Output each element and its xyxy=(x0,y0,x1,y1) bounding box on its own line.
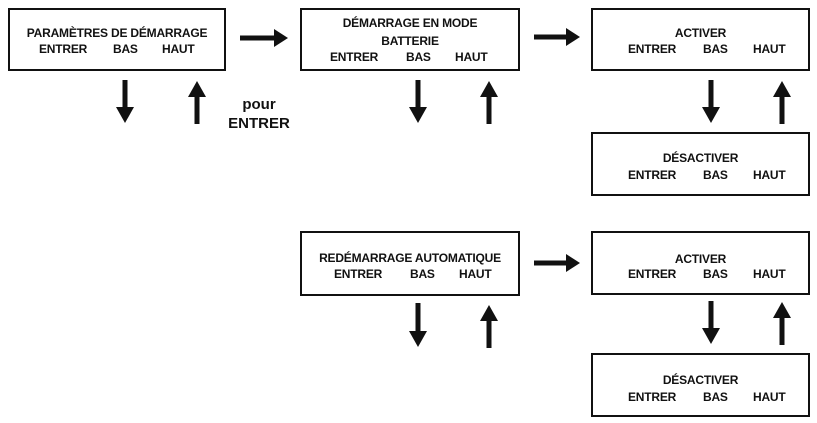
option-up: HAUT xyxy=(753,390,786,404)
arrow-up-icon xyxy=(480,305,498,348)
option-enter: ENTRER xyxy=(334,267,383,281)
option-down: BAS xyxy=(703,168,728,182)
option-down: BAS xyxy=(703,42,728,56)
option-enter: ENTRER xyxy=(628,42,677,56)
box-battery-enable: ACTIVER ENTRER BAS HAUT xyxy=(591,8,810,71)
box-title: DÉSACTIVER xyxy=(662,373,739,387)
option-enter: ENTRER xyxy=(39,42,88,56)
arrow-down-icon xyxy=(116,80,134,123)
box-title-line2: BATTERIE xyxy=(381,34,439,48)
box-title: REDÉMARRAGE AUTOMATIQUE xyxy=(319,251,501,265)
arrow-down-icon xyxy=(702,301,720,344)
enter-note: pour ENTRER xyxy=(218,95,300,133)
option-up: HAUT xyxy=(455,50,488,64)
arrow-down-icon xyxy=(409,303,427,347)
box-startup-settings: PARAMÈTRES DE DÉMARRAGE ENTRER BAS HAUT xyxy=(8,8,226,71)
arrow-right-icon xyxy=(240,29,288,47)
option-down: BAS xyxy=(113,42,138,56)
option-enter: ENTRER xyxy=(330,50,379,64)
option-up: HAUT xyxy=(753,168,786,182)
arrow-right-icon xyxy=(534,28,580,46)
option-up: HAUT xyxy=(753,42,786,56)
box-title: PARAMÈTRES DE DÉMARRAGE xyxy=(26,26,208,40)
option-enter: ENTRER xyxy=(628,168,677,182)
option-up: HAUT xyxy=(162,42,195,56)
arrow-up-icon xyxy=(188,81,206,124)
option-down: BAS xyxy=(410,267,435,281)
box-restart-disable: DÉSACTIVER ENTRER BAS HAUT xyxy=(591,353,810,417)
arrow-up-icon xyxy=(773,81,791,124)
arrow-down-icon xyxy=(409,80,427,123)
option-up: HAUT xyxy=(459,267,492,281)
arrow-up-icon xyxy=(773,302,791,345)
box-title: DÉSACTIVER xyxy=(662,151,739,165)
box-auto-restart: REDÉMARRAGE AUTOMATIQUE ENTRER BAS HAUT xyxy=(300,231,520,296)
box-title: ACTIVER xyxy=(674,26,727,40)
arrow-up-icon xyxy=(480,81,498,124)
arrow-down-icon xyxy=(702,80,720,123)
box-restart-enable: ACTIVER ENTRER BAS HAUT xyxy=(591,231,810,295)
box-battery-mode-start: DÉMARRAGE EN MODE BATTERIE ENTRER BAS HA… xyxy=(300,8,520,71)
option-down: BAS xyxy=(703,390,728,404)
enter-note-line1: pour xyxy=(242,96,276,113)
enter-note-line2: ENTRER xyxy=(228,115,290,132)
box-title-line1: DÉMARRAGE EN MODE xyxy=(342,16,478,30)
arrow-right-icon xyxy=(534,254,580,272)
option-down: BAS xyxy=(703,267,728,281)
option-enter: ENTRER xyxy=(628,267,677,281)
option-down: BAS xyxy=(406,50,431,64)
option-up: HAUT xyxy=(753,267,786,281)
box-battery-disable: DÉSACTIVER ENTRER BAS HAUT xyxy=(591,132,810,196)
option-enter: ENTRER xyxy=(628,390,677,404)
box-title: ACTIVER xyxy=(674,252,727,266)
